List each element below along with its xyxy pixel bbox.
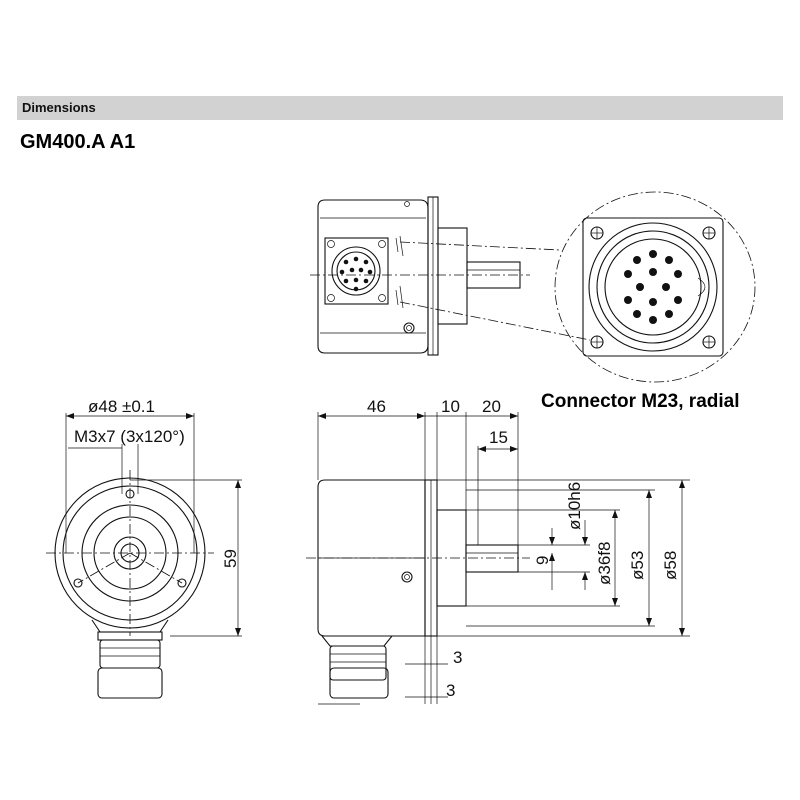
dim-offset-1: 3: [453, 648, 462, 667]
front-view-drawing: [46, 413, 242, 699]
top-view-drawing: [310, 196, 591, 356]
dim-bolt-circle: ø48 ±0.1: [88, 397, 155, 416]
dim-body-length: 46: [367, 397, 386, 416]
dim-threads: M3x7 (3x120°): [74, 427, 185, 446]
dim-flange-outer: ø58: [661, 551, 680, 580]
dim-spigot: ø36f8: [595, 542, 614, 585]
section-header-title: Dimensions: [22, 100, 96, 115]
model-title: GM400.A A1: [20, 131, 136, 153]
dim-offset-2: 3: [446, 681, 455, 700]
connector-caption: Connector M23, radial: [541, 391, 740, 412]
dim-shaft-dia: ø10h6: [565, 482, 584, 530]
dim-shaft-usable: 15: [489, 428, 508, 447]
dim-flange: 10: [441, 397, 460, 416]
dim-height: 59: [221, 549, 240, 568]
dim-flat: 9: [533, 556, 552, 565]
section-header: Dimensions: [17, 96, 783, 120]
dim-flange-inner: ø53: [628, 551, 647, 580]
connector-detail-drawing: [554, 191, 756, 383]
dim-shaft-length: 20: [482, 397, 501, 416]
side-view-drawing: [306, 412, 690, 705]
